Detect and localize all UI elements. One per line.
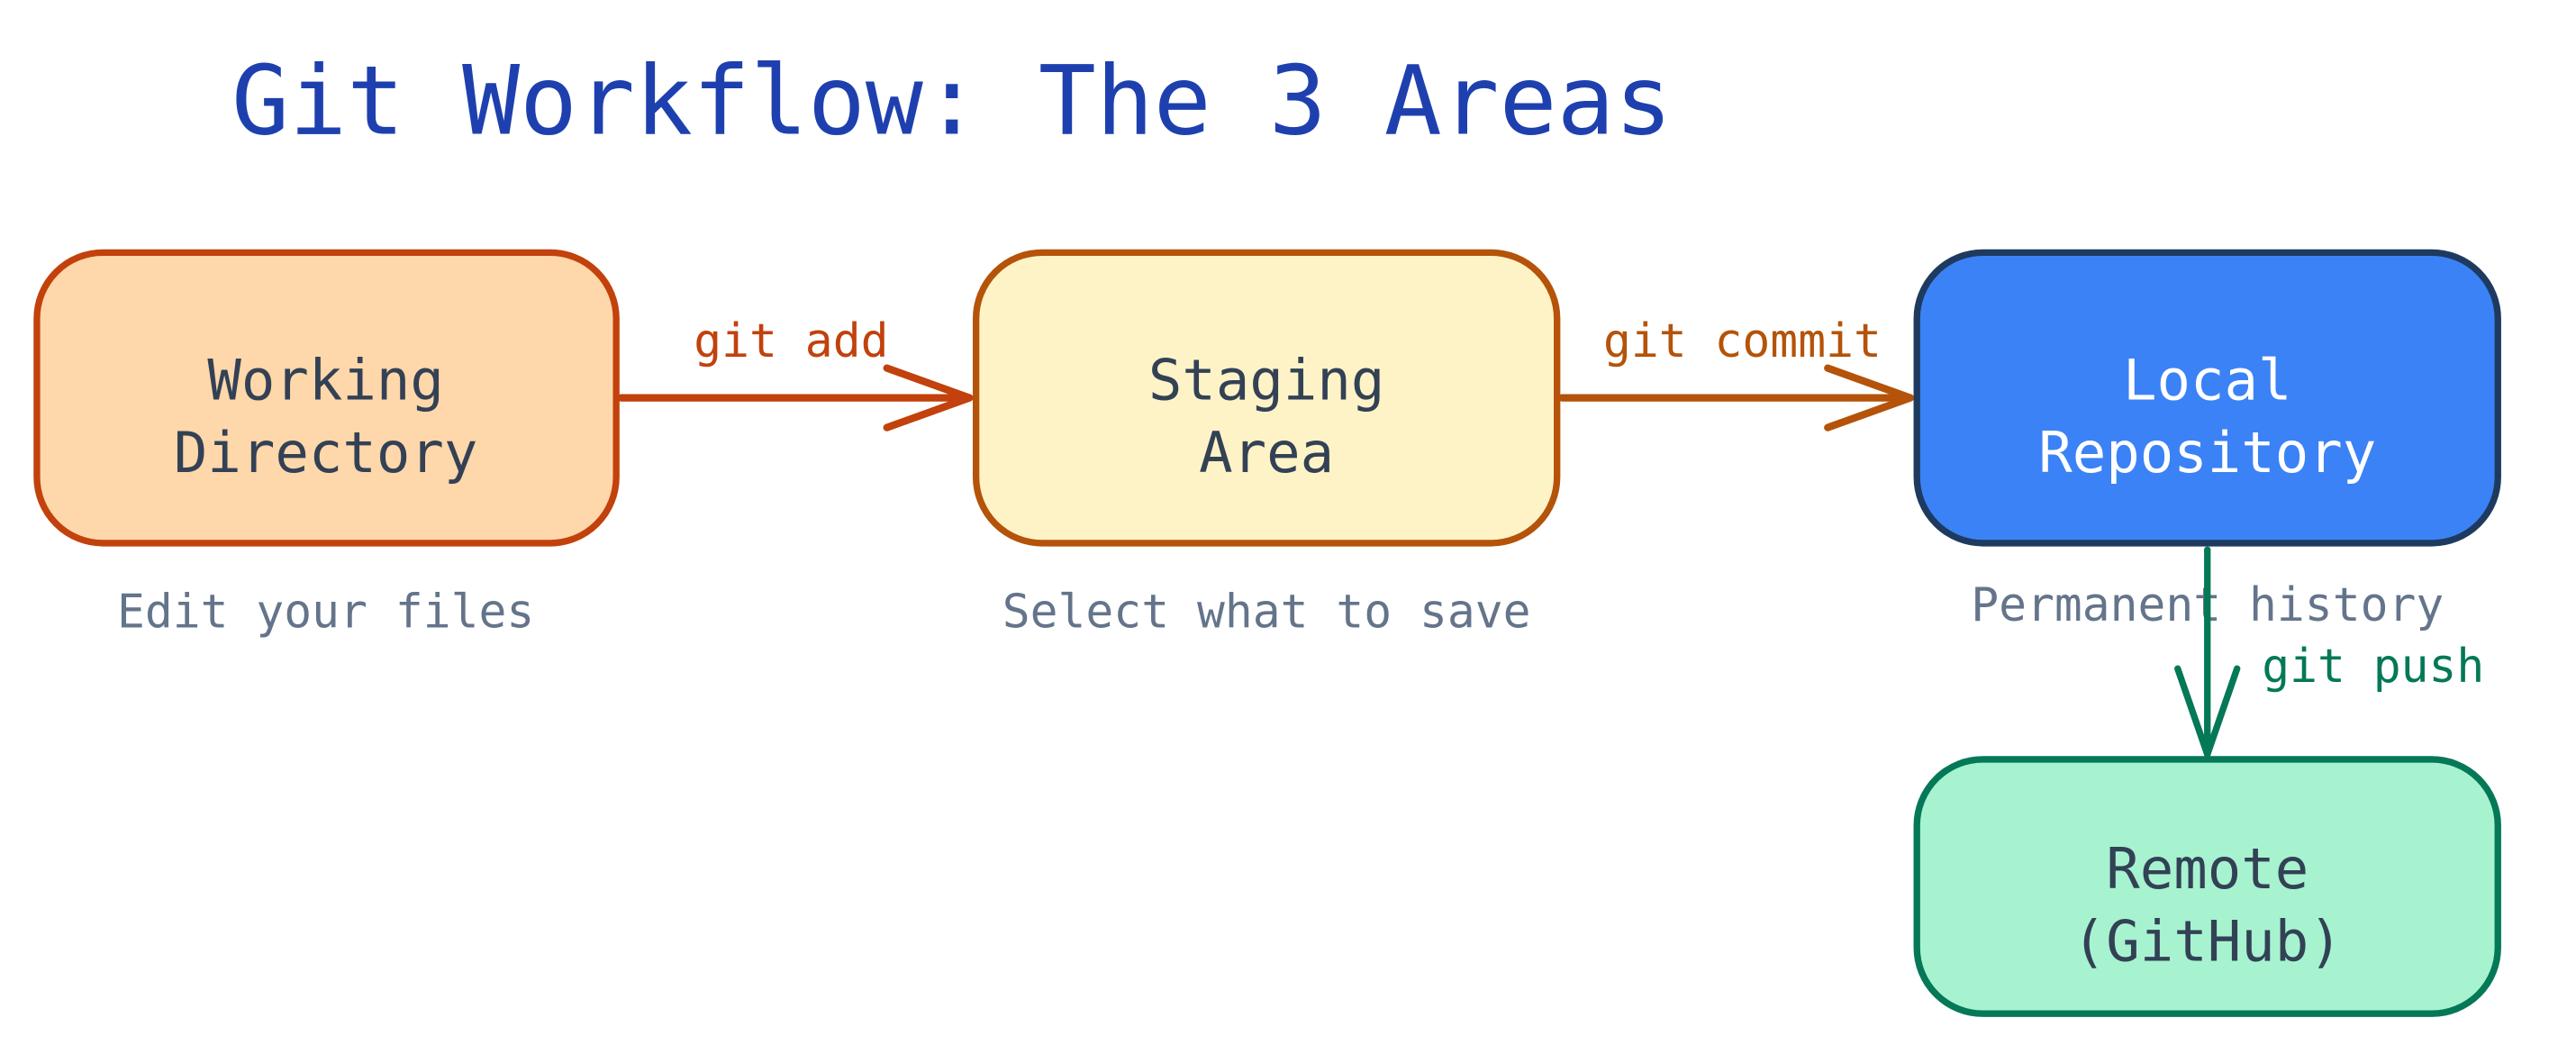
staging-area-label-line1: Staging xyxy=(1148,347,1385,413)
local-repository-label-line2: Repository xyxy=(2038,420,2376,486)
remote-github-box xyxy=(1913,756,2501,1017)
page-title: Git Workflow: The 3 Areas xyxy=(231,45,1672,157)
git-commit-arrowhead-icon xyxy=(1824,364,1914,432)
local-repository-box xyxy=(1913,249,2501,547)
working-directory-caption: Edit your files xyxy=(117,585,534,639)
working-directory-label-line1: Working xyxy=(207,347,444,413)
node-staging-area[interactable]: Staging Area xyxy=(972,249,1561,547)
working-directory-label-line2: Directory xyxy=(174,420,478,486)
node-working-directory[interactable]: Working Directory xyxy=(33,249,620,547)
working-directory-box xyxy=(33,249,620,547)
node-local-repository[interactable]: Local Repository xyxy=(1913,249,2501,547)
staging-area-box xyxy=(972,249,1561,547)
edge-git-add: git add xyxy=(617,314,974,432)
staging-area-caption: Select what to save xyxy=(1002,585,1531,639)
git-push-arrowhead-icon xyxy=(2174,665,2241,759)
edge-git-commit: git commit xyxy=(1558,314,1914,432)
git-add-label: git add xyxy=(694,314,888,368)
edge-git-push: git push xyxy=(2174,546,2484,759)
remote-label-line1: Remote xyxy=(2106,836,2308,902)
git-add-arrowhead-icon xyxy=(883,364,974,432)
git-push-label: git push xyxy=(2262,640,2484,694)
local-repository-label-line1: Local xyxy=(2123,347,2292,413)
node-remote-github[interactable]: Remote (GitHub) xyxy=(1913,756,2501,1017)
remote-label-line2: (GitHub) xyxy=(2073,909,2343,975)
staging-area-label-line2: Area xyxy=(1199,420,1334,486)
git-commit-label: git commit xyxy=(1603,314,1882,368)
